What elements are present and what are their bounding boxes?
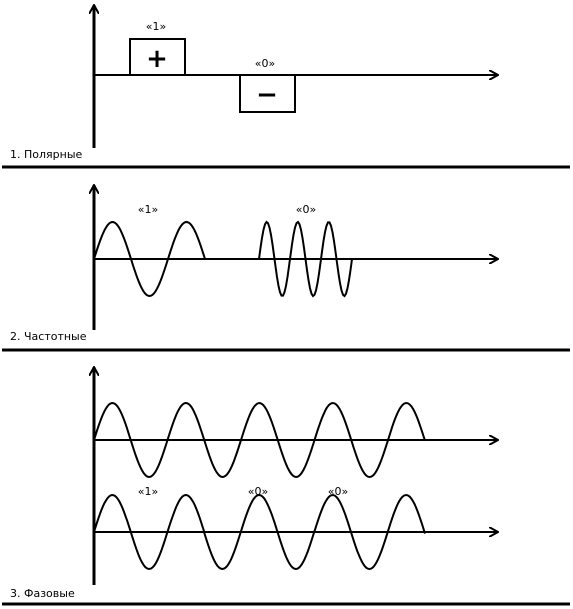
negative-pulse [239, 74, 296, 113]
polar-caption: 1. Полярные [10, 148, 83, 161]
frequency-caption: 2. Частотные [10, 330, 87, 343]
phase-reference-wave [93, 401, 426, 479]
frequency-zero-wave [258, 220, 353, 298]
positive-pulse [129, 38, 186, 76]
polar-one-label: «1» [146, 20, 166, 33]
frequency-one-wave [93, 220, 206, 298]
phase-zero-label-a: «0» [248, 485, 268, 498]
section-phase: «1» «0» «0» 3. Фазовые [10, 367, 498, 600]
frequency-one-label: «1» [138, 203, 158, 216]
section-polar: + − «1» «0» 1. Полярные [10, 5, 498, 161]
polar-zero-label: «0» [255, 57, 275, 70]
phase-one-label: «1» [138, 485, 158, 498]
plus-sign: + [146, 44, 168, 74]
minus-sign: − [256, 80, 278, 110]
phase-signal-wave [93, 493, 426, 571]
phase-zero-label-b: «0» [328, 485, 348, 498]
phase-caption: 3. Фазовые [10, 587, 75, 600]
frequency-zero-label: «0» [296, 203, 316, 216]
section-frequency: «1» «0» 2. Частотные [10, 185, 498, 343]
